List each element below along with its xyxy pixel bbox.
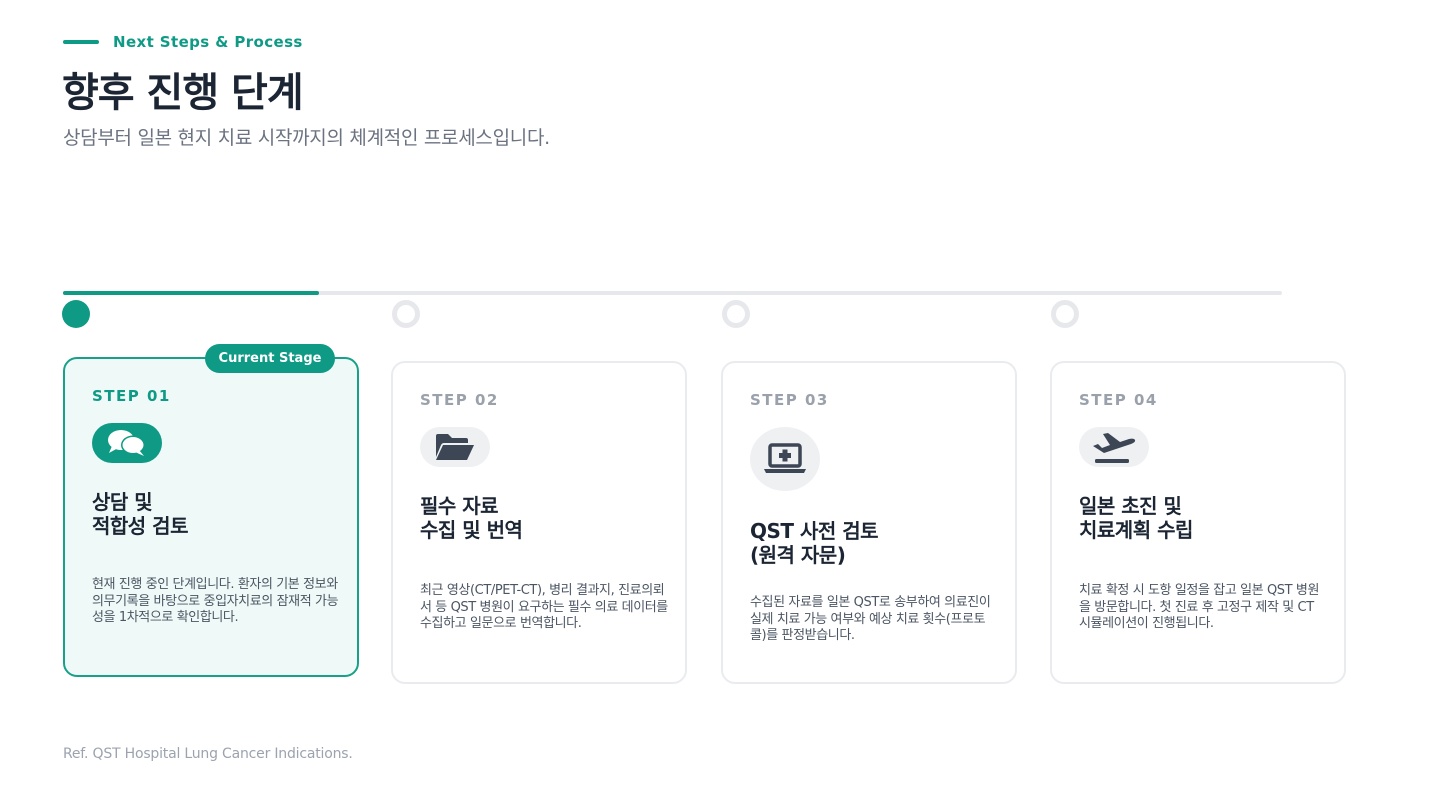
- step-description: 현재 진행 중인 단계입니다. 환자의 기본 정보와 의무기록을 바탕으로 중입…: [92, 577, 339, 625]
- step-icon-container: [750, 427, 820, 491]
- step-card-3[interactable]: STEP 03 QST 사전 검토 (원격 자문) 수집된 자료를 일본 QST…: [721, 361, 1017, 684]
- step-label: STEP 02: [420, 391, 499, 409]
- step-icon-container: [92, 423, 162, 463]
- step-icon-container: [420, 427, 490, 467]
- step-title: 필수 자료 수집 및 번역: [420, 494, 523, 542]
- laptop-medical-icon: [764, 443, 806, 473]
- current-stage-badge: Current Stage: [205, 344, 335, 373]
- step-title: QST 사전 검토 (원격 자문): [750, 519, 879, 567]
- eyebrow-accent-bar: [63, 40, 99, 44]
- page-subtitle: 상담부터 일본 현지 치료 시작까지의 체계적인 프로세스입니다.: [63, 127, 550, 149]
- plane-departure-icon: [1093, 433, 1136, 463]
- section-eyebrow: Next Steps & Process: [63, 33, 303, 51]
- progress-fill: [63, 291, 319, 295]
- folder-open-icon: [436, 434, 474, 460]
- step-icon-container: [1079, 427, 1149, 467]
- step-description: 최근 영상(CT/PET-CT), 병리 결과지, 진료의뢰서 등 QST 병원…: [420, 583, 668, 631]
- step-card-2[interactable]: STEP 02 필수 자료 수집 및 번역 최근 영상(CT/PET-CT), …: [391, 361, 687, 684]
- step-node-4: [1051, 300, 1079, 328]
- step-node-3: [722, 300, 750, 328]
- step-card-1[interactable]: Current Stage STEP 01 상담 및 적합성 검토 현재 진행 …: [63, 344, 359, 677]
- step-title: 일본 초진 및 치료계획 수립: [1079, 494, 1193, 542]
- step-label: STEP 01: [92, 387, 171, 405]
- chat-bubbles-icon: [108, 430, 145, 456]
- step-card-4[interactable]: STEP 04 일본 초진 및 치료계획 수립 치료 확정 시 도항 일정을 잡…: [1050, 361, 1346, 684]
- step-label: STEP 04: [1079, 391, 1158, 409]
- step-description: 수집된 자료를 일본 QST로 송부하여 의료진이 실제 치료 가능 여부와 예…: [750, 595, 991, 643]
- step-node-2: [392, 300, 420, 328]
- step-title: 상담 및 적합성 검토: [92, 490, 188, 538]
- progress-track: [63, 291, 1282, 295]
- step-description: 치료 확정 시 도항 일정을 잡고 일본 QST 병원을 방문합니다. 첫 진료…: [1079, 583, 1320, 631]
- reference-footnote: Ref. QST Hospital Lung Cancer Indication…: [63, 746, 353, 762]
- step-label: STEP 03: [750, 391, 829, 409]
- page-title: 향후 진행 단계: [62, 70, 304, 116]
- step-node-1: [62, 300, 90, 328]
- eyebrow-text: Next Steps & Process: [113, 33, 303, 51]
